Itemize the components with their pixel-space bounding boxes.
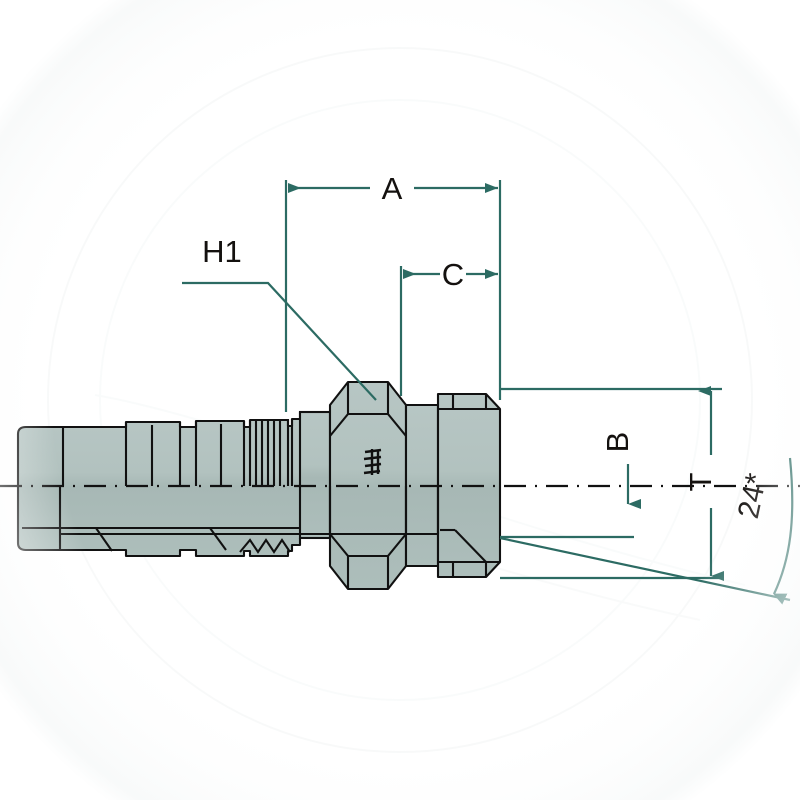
dimension-label-T: T [683,472,718,491]
dimension-label-B: B [600,432,635,453]
dimension-label-H1: H1 [202,234,242,269]
dimension-label-A: A [382,171,403,206]
dimension-label-C: C [442,257,464,292]
knurled-band [298,410,332,540]
